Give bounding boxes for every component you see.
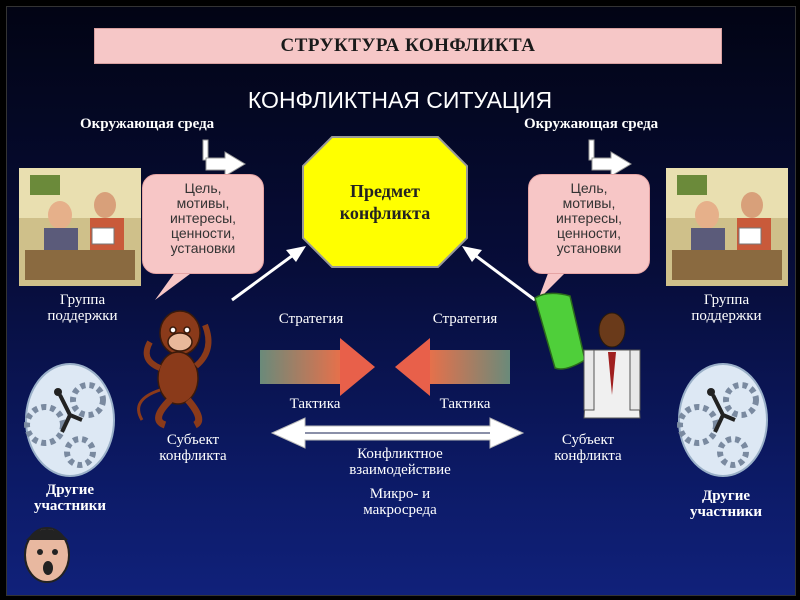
tactic-label-right: Тактика (439, 396, 491, 412)
support-group-label-left: Группа поддержки (30, 292, 135, 324)
interaction-double-arrow (270, 417, 525, 449)
bubble-right-line-4: ценности, (556, 225, 622, 241)
interaction-line-1: Конфликтное (357, 446, 443, 462)
environment-arrow-right (588, 139, 632, 177)
subject-line-1: Предмет (350, 181, 420, 201)
party-right-line-1: Субъект (561, 432, 615, 448)
interaction-line-2: взаимодействие (349, 462, 451, 478)
others-right-line-1: Другие (701, 488, 751, 504)
subject-of-conflict-octagon (302, 136, 468, 268)
arrow-left-to-subject (231, 248, 301, 302)
goals-bubble-left: Цель, мотивы, интересы, ценности, устано… (142, 174, 264, 274)
medium-line-2: макросреда (363, 502, 437, 518)
bubble-tail-left (155, 268, 198, 300)
bubble-left-line-1: Цель, (184, 180, 222, 196)
strategy-label-left: Стратегия (278, 311, 344, 327)
support-right-line-2: поддержки (691, 308, 762, 324)
subject-of-conflict-label: Предмет конфликта (303, 180, 467, 224)
other-participants-image-left (24, 363, 115, 477)
bubble-left-line-2: мотивы, (176, 195, 230, 211)
support-group-label-right: Группа поддержки (674, 292, 779, 324)
slide-background (6, 6, 796, 596)
arrowhead-left-to-subject (286, 246, 306, 262)
support-group-image-right (666, 168, 788, 286)
support-left-line-2: поддержки (47, 308, 118, 324)
bubble-right-line-5: установки (556, 240, 622, 256)
party-left-line-1: Субъект (166, 432, 220, 448)
others-right-line-2: участники (689, 504, 763, 520)
bubble-left-line-4: ценности, (170, 225, 236, 241)
party-left-line-2: конфликта (159, 448, 227, 464)
tactic-label-left: Тактика (289, 396, 341, 412)
strategy-label-right: Стратегия (432, 311, 498, 327)
medium-label: Микро- и макросреда (330, 486, 470, 518)
bubble-right-line-3: интересы, (555, 210, 623, 226)
subject-line-2: конфликта (339, 203, 431, 223)
environment-label-right: Окружающая среда (524, 116, 659, 132)
support-group-image-left (19, 168, 141, 286)
bubble-right-line-1: Цель, (570, 180, 608, 196)
shocked-face-illustration (24, 527, 70, 583)
conflict-situation-heading: КОНФЛИКТНАЯ СИТУАЦИЯ (247, 87, 553, 113)
bubble-right-line-2: мотивы, (562, 195, 616, 211)
bubble-tail-right (538, 268, 570, 300)
bubble-left-line-3: интересы, (169, 210, 237, 226)
interaction-label: Конфликтное взаимодействие (320, 446, 480, 478)
monkey-illustration (137, 310, 212, 429)
slide-title: СТРУКТУРА КОНФЛИКТА (94, 28, 722, 64)
environment-label-left: Окружающая среда (80, 116, 215, 132)
other-participants-label-right: Другие участники (676, 488, 776, 520)
speaker-illustration (534, 292, 641, 419)
support-left-line-1: Группа (59, 292, 106, 308)
strategy-arrow-right (260, 338, 375, 396)
goals-bubble-right: Цель, мотивы, интересы, ценности, устано… (528, 174, 650, 274)
environment-arrow-left (202, 139, 246, 177)
party-label-left: Субъект конфликта (138, 432, 248, 464)
strategy-arrow-left (395, 338, 510, 396)
others-left-line-1: Другие (45, 482, 95, 498)
bubble-left-line-5: установки (170, 240, 236, 256)
other-participants-image-right (677, 363, 768, 477)
other-participants-label-left: Другие участники (20, 482, 120, 514)
support-right-line-1: Группа (703, 292, 750, 308)
arrowhead-right-to-subject (462, 246, 482, 262)
party-label-right: Субъект конфликта (533, 432, 643, 464)
party-right-line-2: конфликта (554, 448, 622, 464)
others-left-line-2: участники (33, 498, 107, 514)
medium-line-1: Микро- и (369, 486, 431, 502)
arrow-right-to-subject (467, 248, 536, 302)
